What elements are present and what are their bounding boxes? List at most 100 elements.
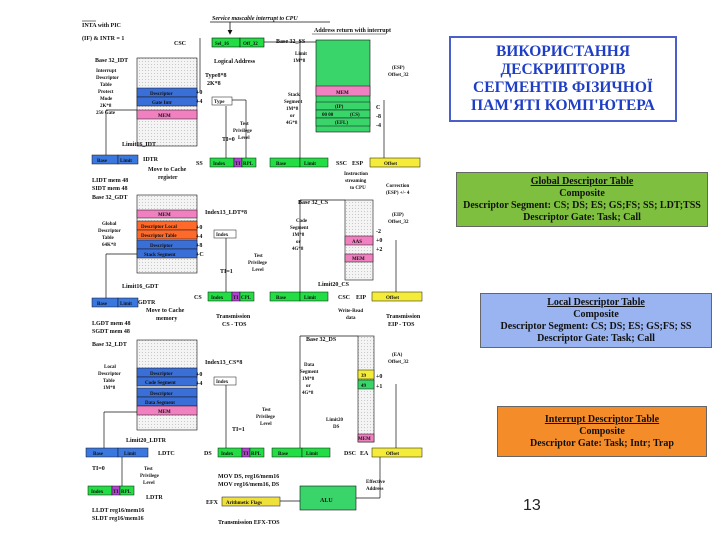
limit20-ds: Limit20 DS — [326, 418, 344, 430]
idtr-limit — [117, 154, 139, 165]
wr-l1: Write-Read — [338, 309, 363, 314]
gdt-desc-table-text: Descriptor Table — [141, 234, 177, 239]
tcs-l2: CS - TOS — [222, 322, 247, 328]
gdtr-label: GDTR — [138, 300, 156, 306]
tcs-l1: Transmission — [216, 314, 251, 320]
ip-text: (IP) — [335, 105, 344, 110]
ldtr-ti-text: TI — [113, 490, 118, 495]
stack-seg-label: Stack Segment 1M*8 or 4G*8 — [284, 93, 304, 126]
limit20-ldtr: Limit20_LDTR — [126, 438, 167, 444]
stack-efl-row — [315, 117, 371, 127]
lgdt-l2: SGDT mem 48 — [92, 329, 130, 335]
code-mem-row — [344, 253, 374, 263]
ti1-low: TI=1 — [232, 427, 245, 433]
move-cache-mem: Move to Cache memory — [146, 308, 186, 322]
cs-s-l2: Segment — [290, 226, 309, 231]
idtr-label: IDTR — [143, 157, 159, 163]
alu-box — [299, 485, 357, 511]
gdt-legend-line3: Descriptor Gate: Task; Call — [523, 211, 641, 223]
mov-ds: MOV DS, reg16/mem16 MOV reg16/mem16, DS — [218, 474, 281, 488]
tp-top-l1: Test — [240, 122, 249, 127]
cs-cpl — [239, 291, 255, 302]
lldt-l2: SLDT reg16/mem16 — [92, 516, 144, 522]
index-box-gdt — [213, 229, 237, 239]
gdt-stack-seg-text: Stack Segment — [144, 253, 176, 258]
minus4: -4 — [376, 123, 381, 129]
ti0-top: TI=0 — [222, 137, 235, 143]
eao-l1: (EA) — [392, 353, 403, 358]
cs-ti-text: TI — [233, 296, 238, 301]
ldt-code-seg-text: Code Segment — [145, 381, 176, 386]
ea-offset-text: Offset — [386, 452, 399, 457]
ss-l3: 1M*8 — [286, 107, 299, 112]
is-l1: Instruction — [344, 172, 368, 177]
tp-mid-l2: Privilege — [248, 261, 268, 266]
ldt-legend-line1: Composite — [573, 308, 619, 320]
cs-limit — [299, 291, 329, 302]
base32-ldt: Base 32_LDT — [92, 342, 127, 348]
gdt-descriptor-text: Descriptor — [150, 244, 174, 249]
code-mem-text: MEM — [352, 257, 365, 262]
gdt-legend-line1: Composite — [559, 187, 605, 199]
title-line-4: ПАМ'ЯТІ КОМП'ЮТЕРА — [471, 97, 655, 114]
ldtc-limit — [117, 447, 149, 458]
data-mem-text: MEM — [358, 437, 371, 442]
ldtr-label: LDTR — [146, 495, 163, 501]
ds-s-l2: Segment — [300, 370, 319, 375]
cs-s-l4: or — [296, 240, 302, 245]
cs-limit-text: Limit — [304, 296, 316, 301]
ti1-mid: TI=1 — [220, 269, 233, 275]
data-49 — [357, 379, 375, 390]
cs-cpl-text: CPL — [241, 296, 252, 301]
ldtr-rpl-text: RPL — [121, 490, 132, 495]
limit16-idt-label: Limit16_IDT — [122, 142, 156, 148]
lidt-l1: LIDT mem 48 — [92, 178, 128, 184]
lgdt-l1: LGDT mem 48 — [92, 321, 131, 327]
eipo-l1: (EIP) — [392, 213, 404, 218]
gdt-l4: 64K*8 — [102, 243, 116, 248]
csc-label-top: CSC — [174, 41, 186, 47]
tplow-l2: Privilege — [256, 415, 276, 420]
plus4-idt: +4 — [196, 99, 202, 105]
idtr-limit-text: Limit — [120, 159, 132, 164]
eip-offset-label: (EIP) Offset_32 — [388, 213, 409, 225]
test-priv-low: Test Privilege Level — [256, 408, 276, 427]
data-49-text: 49 — [361, 384, 367, 389]
gdt-l1: Global — [102, 222, 117, 227]
eaddr-l2: Address — [366, 487, 383, 492]
ss-l1: Stack — [288, 93, 300, 98]
ldt-descriptor2-text: Descriptor — [150, 392, 174, 397]
k2-label: 2K*8 — [207, 81, 221, 87]
write-read: Write-Read data — [338, 309, 364, 321]
gdt-desc-table — [136, 229, 198, 240]
ss-l4: or — [290, 114, 296, 119]
tp-mid-l3: Level — [252, 268, 264, 273]
arith-flags-text: Arithmetic Flags — [226, 501, 262, 506]
ds-s-l5: 4G*8 — [302, 391, 314, 396]
idt-label-l5: Mode — [100, 97, 113, 102]
tp-top-l3: Level — [238, 136, 250, 141]
efx-label: EFX — [206, 500, 219, 506]
test-priv-mid: Test Privilege Level — [248, 254, 268, 273]
ldt-legend-heading: Local Descriptor Table — [547, 296, 645, 308]
data-seg-label: Data Segment 1M*8 or 4G*8 — [300, 363, 320, 396]
gdt-l2: Descriptor — [98, 229, 122, 234]
ds-s-l3: 1M*8 — [302, 377, 315, 382]
base32-idt-label: Base 32_IDT — [95, 58, 128, 64]
idt-descriptor-text: Descriptor — [150, 92, 174, 97]
te-l2: EIP - TOS — [388, 322, 415, 328]
eaddr-l1: Effective — [366, 480, 386, 485]
transmission-cs: Transmission CS - TOS — [216, 314, 252, 328]
gdtr-limit — [117, 297, 139, 308]
index-box-gdt-text: Index — [216, 233, 229, 238]
ldtc-base-text: Base — [93, 452, 104, 457]
ldt-data-seg-text: Data Segment — [145, 401, 175, 406]
ds-rpl-text: RPL — [251, 452, 262, 457]
ldt-l3: Table — [103, 379, 116, 384]
mc1-l2: register — [158, 175, 178, 181]
ssc-label: SSC — [336, 161, 347, 167]
top-caption: Service mascable interrupt to CPU — [212, 16, 298, 22]
idt-label-l6: 2K*8 — [100, 104, 112, 109]
limit16-gdt: Limit16_GDT — [122, 284, 158, 290]
eipo-l2: Offset_32 — [388, 220, 409, 225]
